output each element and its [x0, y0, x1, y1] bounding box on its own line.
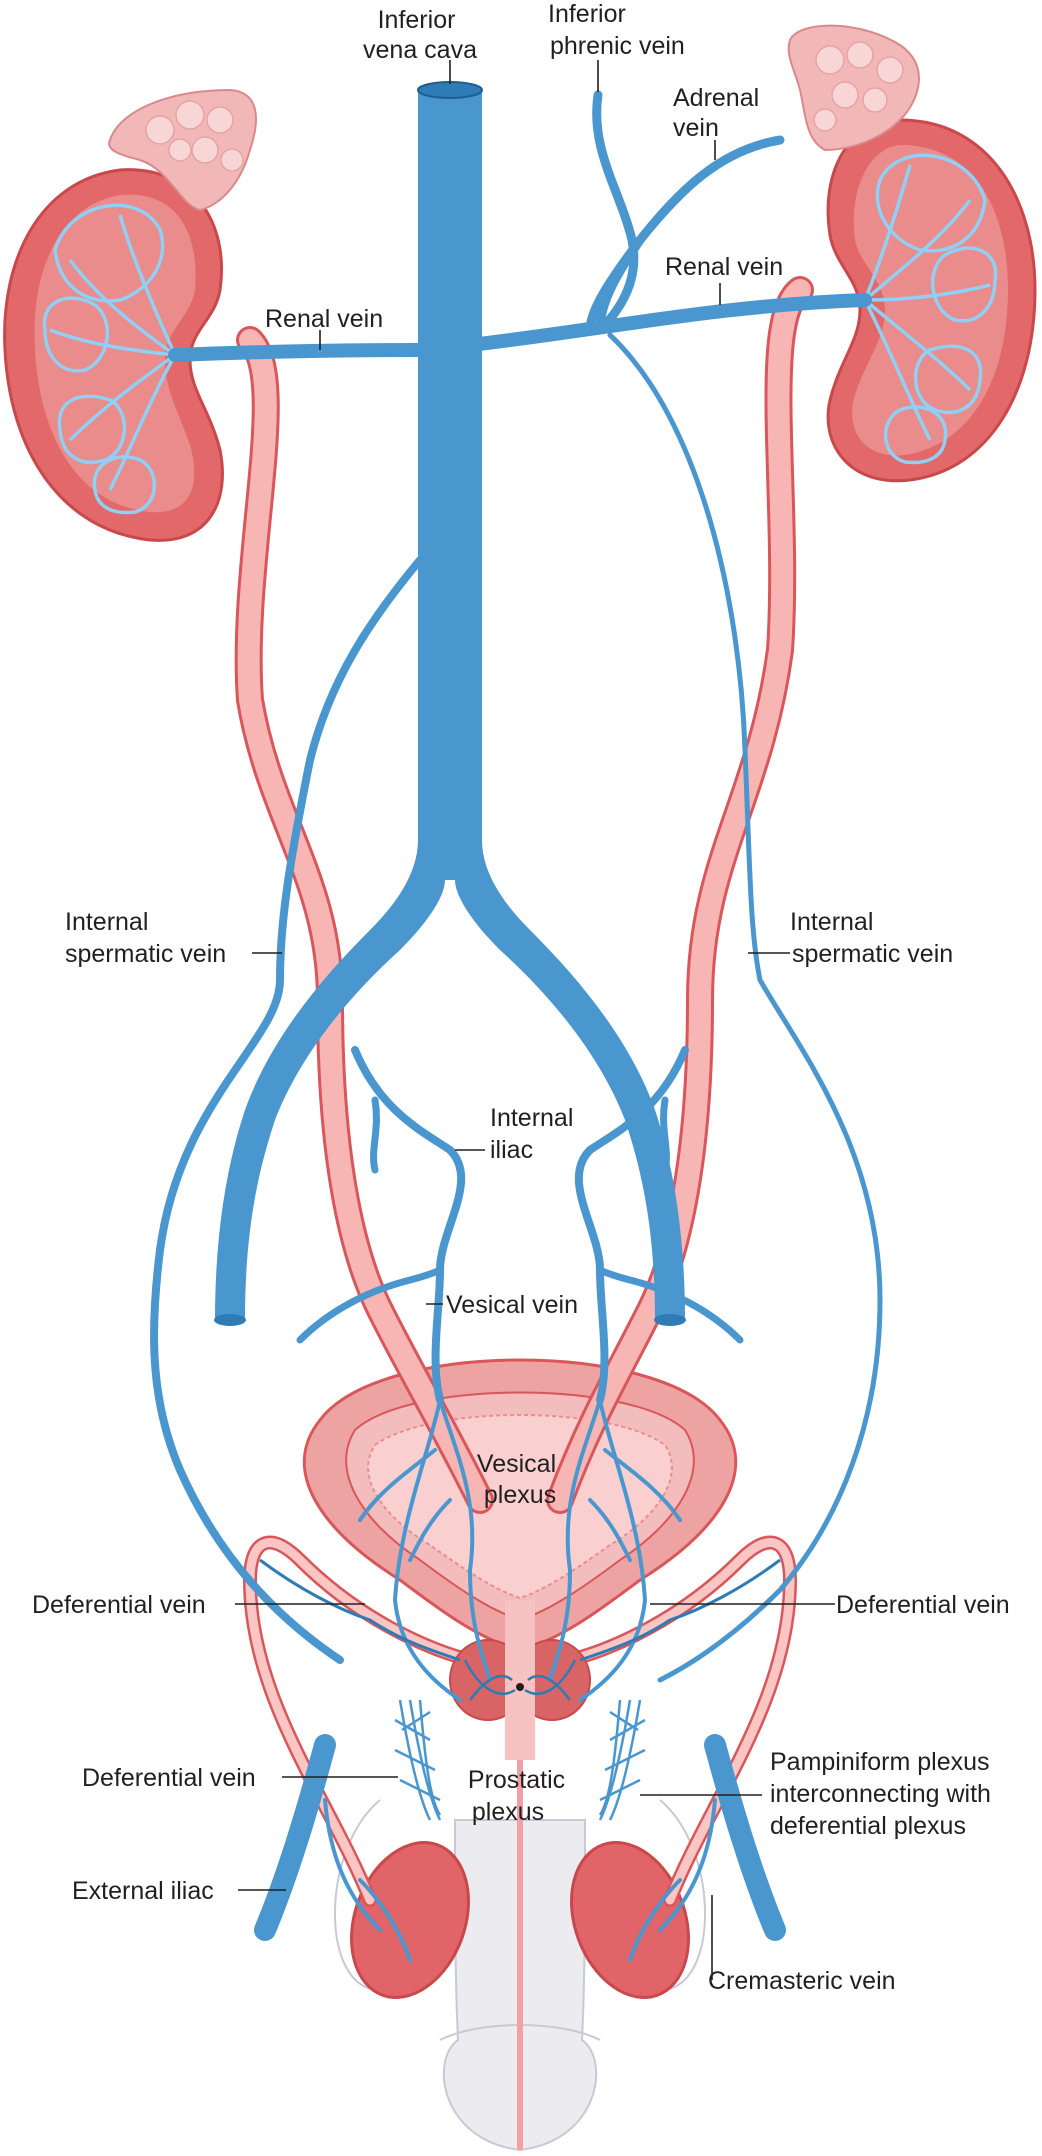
- internal-iliac-veins: [296, 1046, 744, 1404]
- prostatic-plexus-veins: [463, 1659, 577, 1701]
- label-pampiniform-plexus: Pampiniform plexus interconnecting with …: [770, 1748, 998, 1840]
- pampiniform-plexus-left: [394, 1699, 442, 1821]
- adrenal-left: [108, 88, 257, 212]
- label-renal-vein-left: Renal vein: [265, 305, 383, 333]
- label-adrenal-vein: Adrenal vein: [673, 84, 766, 142]
- phrenic-adrenal-veins: [585, 90, 785, 335]
- ureter-right: [546, 276, 814, 1514]
- deferential-veins: [259, 1558, 781, 1662]
- pampiniform-plexus-right: [598, 1699, 646, 1821]
- kidney-right: [826, 118, 1037, 483]
- labels: Inferior vena cava Inferior phrenic vein…: [32, 0, 1010, 1995]
- label-renal-vein-right: Renal vein: [665, 253, 783, 281]
- kidney-left: [3, 168, 224, 542]
- label-internal-spermatic-vein-right: Internal spermatic vein: [790, 908, 953, 968]
- internal-spermatic-vein-right: [607, 332, 883, 1683]
- label-internal-spermatic-vein-left: Internal spermatic vein: [65, 908, 226, 968]
- label-inferior-phrenic-vein: Inferior phrenic vein: [548, 0, 685, 60]
- label-prostatic-plexus: Prostatic plexus: [468, 1766, 572, 1826]
- adrenal-right: [787, 24, 920, 152]
- label-inferior-vena-cava: Inferior vena cava: [363, 6, 477, 64]
- label-vesical-vein: Vesical vein: [446, 1291, 578, 1319]
- label-external-iliac: External iliac: [72, 1877, 214, 1905]
- leader-lines: [235, 60, 835, 1980]
- label-internal-iliac: Internal iliac: [490, 1104, 580, 1164]
- label-deferential-vein-left: Deferential vein: [32, 1591, 206, 1619]
- label-cremasteric-vein: Cremasteric vein: [708, 1967, 896, 1995]
- label-vesical-plexus: Vesical plexus: [477, 1450, 563, 1509]
- cremasteric-veins: [323, 1798, 717, 1962]
- external-iliac-veins: [254, 1734, 786, 1941]
- internal-spermatic-vein-left: [150, 556, 424, 1664]
- label-deferential-vein-right: Deferential vein: [836, 1591, 1010, 1619]
- label-deferential-vein-lower: Deferential vein: [82, 1764, 256, 1792]
- ureter-left: [234, 326, 494, 1514]
- vesical-plexus-veins: [358, 1398, 682, 1702]
- renal-veins: [168, 293, 872, 362]
